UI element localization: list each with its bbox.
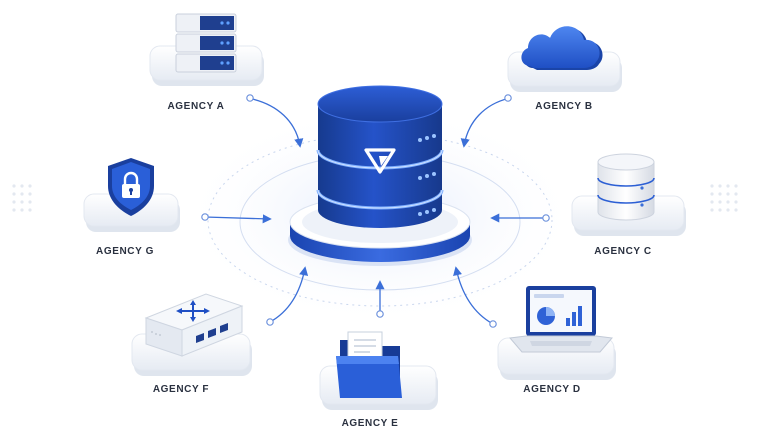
connector-endpoints	[201, 94, 550, 328]
connector-agency-b	[460, 97, 511, 148]
database-icon	[597, 153, 655, 221]
agency-g-label: AGENCY G	[96, 246, 154, 257]
agency-f-node	[131, 293, 252, 376]
background-dots-right	[710, 184, 738, 212]
connector-agency-f	[269, 266, 309, 323]
agency-b-label: AGENCY B	[535, 101, 593, 112]
agency-a-node	[149, 13, 264, 86]
connector-agency-a	[247, 97, 304, 148]
laptop-analytics-icon	[509, 286, 613, 353]
agency-a-label: AGENCY A	[167, 101, 225, 112]
connectors	[204, 97, 546, 325]
agency-d-label: AGENCY D	[523, 384, 581, 395]
agency-f-label: AGENCY F	[152, 384, 210, 395]
central-database-hub	[288, 85, 472, 266]
agency-c-label: AGENCY C	[594, 246, 652, 257]
agency-e-label: AGENCY E	[341, 418, 399, 429]
agency-b-node	[507, 26, 622, 92]
shield-lock-icon	[108, 158, 154, 216]
network-switch-icon	[144, 293, 244, 357]
agency-g-node	[83, 158, 180, 232]
agency-e-node	[319, 331, 438, 410]
folder-document-icon	[336, 331, 402, 398]
cloud-icon	[521, 26, 603, 70]
server-rack-icon	[175, 13, 237, 73]
triangle-logo-icon	[364, 148, 396, 174]
connector-agency-g	[204, 214, 272, 224]
agency-d-node	[497, 286, 616, 380]
background-dots-left	[12, 184, 32, 212]
connector-agency-d	[453, 266, 494, 325]
agency-c-node	[571, 153, 686, 236]
